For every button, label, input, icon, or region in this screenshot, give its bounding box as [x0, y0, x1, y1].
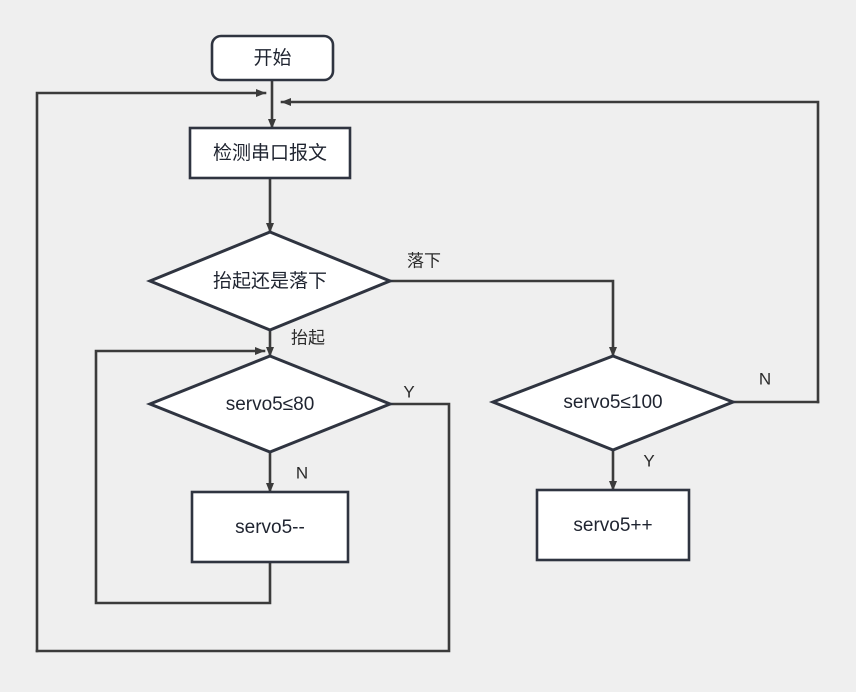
lift-or-drop-shape: [146, 230, 394, 332]
edge-y80-return-to-detect: [35, 89, 267, 653]
edge-label-drop: 落下: [407, 251, 441, 270]
node-servo-le-100[interactable]: servo5≤100: [488, 354, 738, 452]
edge-drop-to-servo100: [388, 279, 617, 358]
node-start[interactable]: 开始: [210, 34, 335, 82]
servo-le-80-label: servo5≤80: [226, 394, 315, 415]
detect-shape: [188, 126, 352, 180]
servo-le-100-label: servo5≤100: [563, 392, 662, 413]
node-servo-le-80[interactable]: servo5≤80: [145, 354, 395, 454]
edge-n100-return-to-detect: [280, 98, 820, 404]
edge-label-no-100: N: [759, 369, 771, 388]
start-shape: [210, 34, 335, 82]
edge-servo-dec-loopback: [94, 347, 272, 605]
servo-inc-shape: [535, 488, 691, 562]
node-detect[interactable]: 检测串口报文: [188, 126, 352, 180]
node-lift-or-drop[interactable]: 抬起还是落下: [146, 230, 394, 332]
edge-label-no-80: N: [296, 463, 308, 482]
edge-label-lift: 抬起: [291, 328, 325, 347]
servo-dec-label: servo5--: [235, 517, 305, 538]
servo-dec-shape: [190, 490, 350, 564]
edge-label-yes-80: Y: [403, 382, 414, 401]
servo-le-100-shape: [488, 354, 738, 452]
edge-label-yes-100: Y: [643, 451, 654, 470]
edge-y80-bottom-rail: [35, 402, 451, 653]
servo-le-80-shape: [145, 354, 395, 454]
lift-or-drop-label: 抬起还是落下: [213, 270, 327, 292]
servo-inc-label: servo5++: [573, 515, 652, 536]
detect-label: 检测串口报文: [213, 142, 327, 164]
node-servo-inc[interactable]: servo5++: [535, 488, 691, 562]
start-label: 开始: [253, 47, 291, 69]
node-servo-dec[interactable]: servo5--: [190, 490, 350, 564]
